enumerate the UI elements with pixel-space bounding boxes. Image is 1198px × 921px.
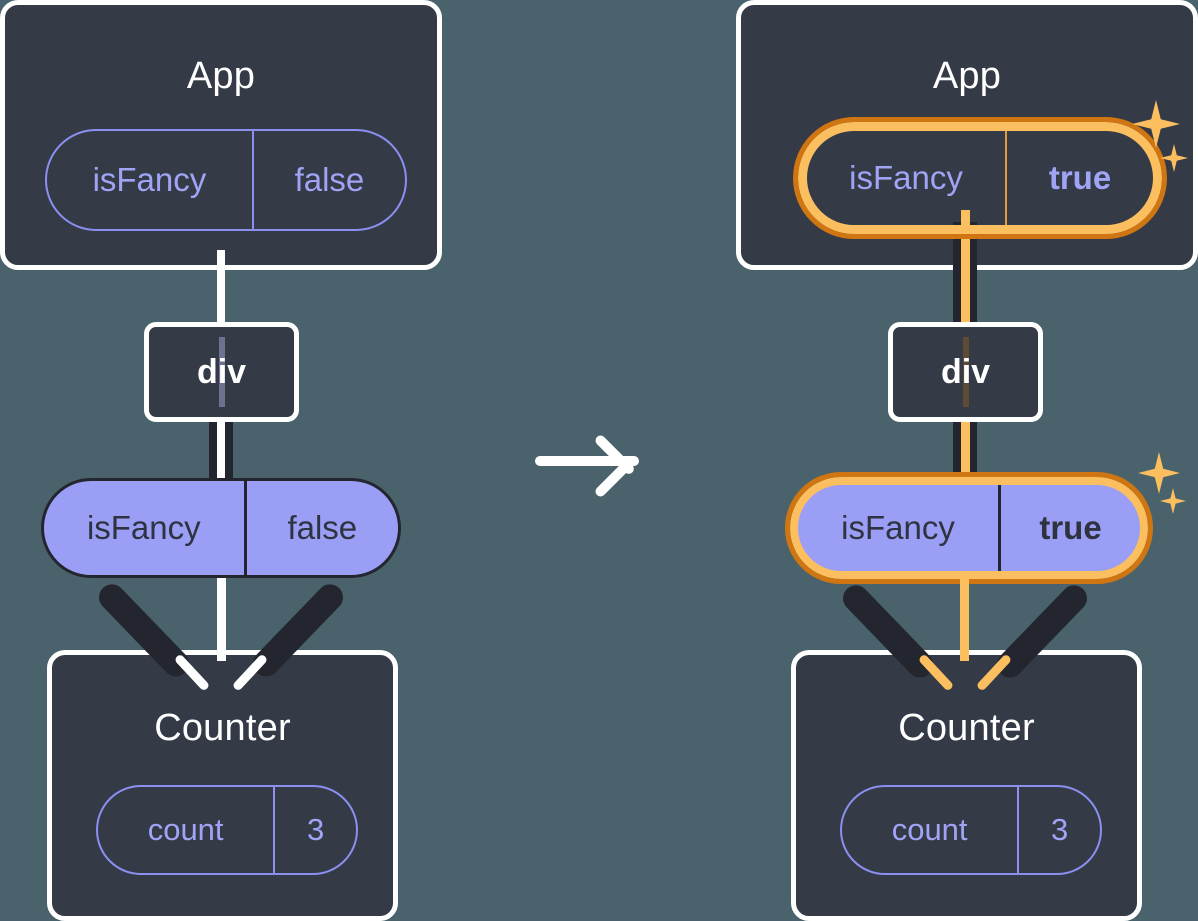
after-connector-app-to-div-core xyxy=(961,210,970,330)
before-div-box: div xyxy=(144,322,299,422)
sparkle-small-icon-2 xyxy=(1160,488,1186,514)
after-app-title: App xyxy=(932,55,1002,97)
sparkle-large-icon-2 xyxy=(1138,452,1180,494)
before-div-passthrough-line xyxy=(218,337,225,407)
after-counter-state-pill: count 3 xyxy=(840,785,1102,875)
after-arrow-shaft xyxy=(960,575,969,661)
after-connector-div-to-pill-core xyxy=(961,418,970,486)
before-connector-app-to-div xyxy=(217,250,225,328)
after-prop-pill-value: true xyxy=(1039,509,1102,546)
before-div-label: div xyxy=(196,352,247,391)
before-prop-pill: isFancy false xyxy=(41,478,401,578)
after-counter-state-key: count xyxy=(842,787,1020,873)
after-counter-state-value: 3 xyxy=(1051,812,1069,847)
before-app-title: App xyxy=(186,55,256,97)
before-app-prop-pill: isFancy false xyxy=(45,129,407,231)
before-prop-pill-value: false xyxy=(287,509,358,546)
after-div-box: div xyxy=(888,322,1043,422)
before-app-panel: App isFancy false xyxy=(0,0,442,270)
after-div-label: div xyxy=(940,352,991,391)
after-counter-panel: Counter count 3 xyxy=(791,650,1142,921)
transition-right-arrow-icon xyxy=(535,410,645,512)
after-app-prop-pill-highlighted: isFancy true xyxy=(793,117,1167,239)
after-div-passthrough-line xyxy=(962,337,969,407)
after-prop-pill-key: isFancy xyxy=(798,485,1001,571)
before-counter-state-value: 3 xyxy=(307,812,325,847)
after-app-panel: App isFancy true xyxy=(736,0,1198,270)
before-prop-pill-key: isFancy xyxy=(44,481,247,575)
after-prop-pill-highlighted: isFancy true xyxy=(785,472,1153,584)
after-app-prop-key: isFancy xyxy=(807,131,1007,225)
before-counter-panel: Counter count 3 xyxy=(47,650,398,921)
before-app-prop-key: isFancy xyxy=(47,131,254,229)
before-counter-title: Counter xyxy=(154,707,291,749)
before-app-prop-value: false xyxy=(294,161,365,198)
after-counter-title: Counter xyxy=(898,707,1035,749)
before-counter-state-pill: count 3 xyxy=(96,785,358,875)
before-arrow-shaft xyxy=(217,578,226,661)
after-app-prop-value: true xyxy=(1048,159,1112,196)
before-connector-div-to-pill-core xyxy=(217,418,225,480)
before-counter-state-key: count xyxy=(98,787,276,873)
